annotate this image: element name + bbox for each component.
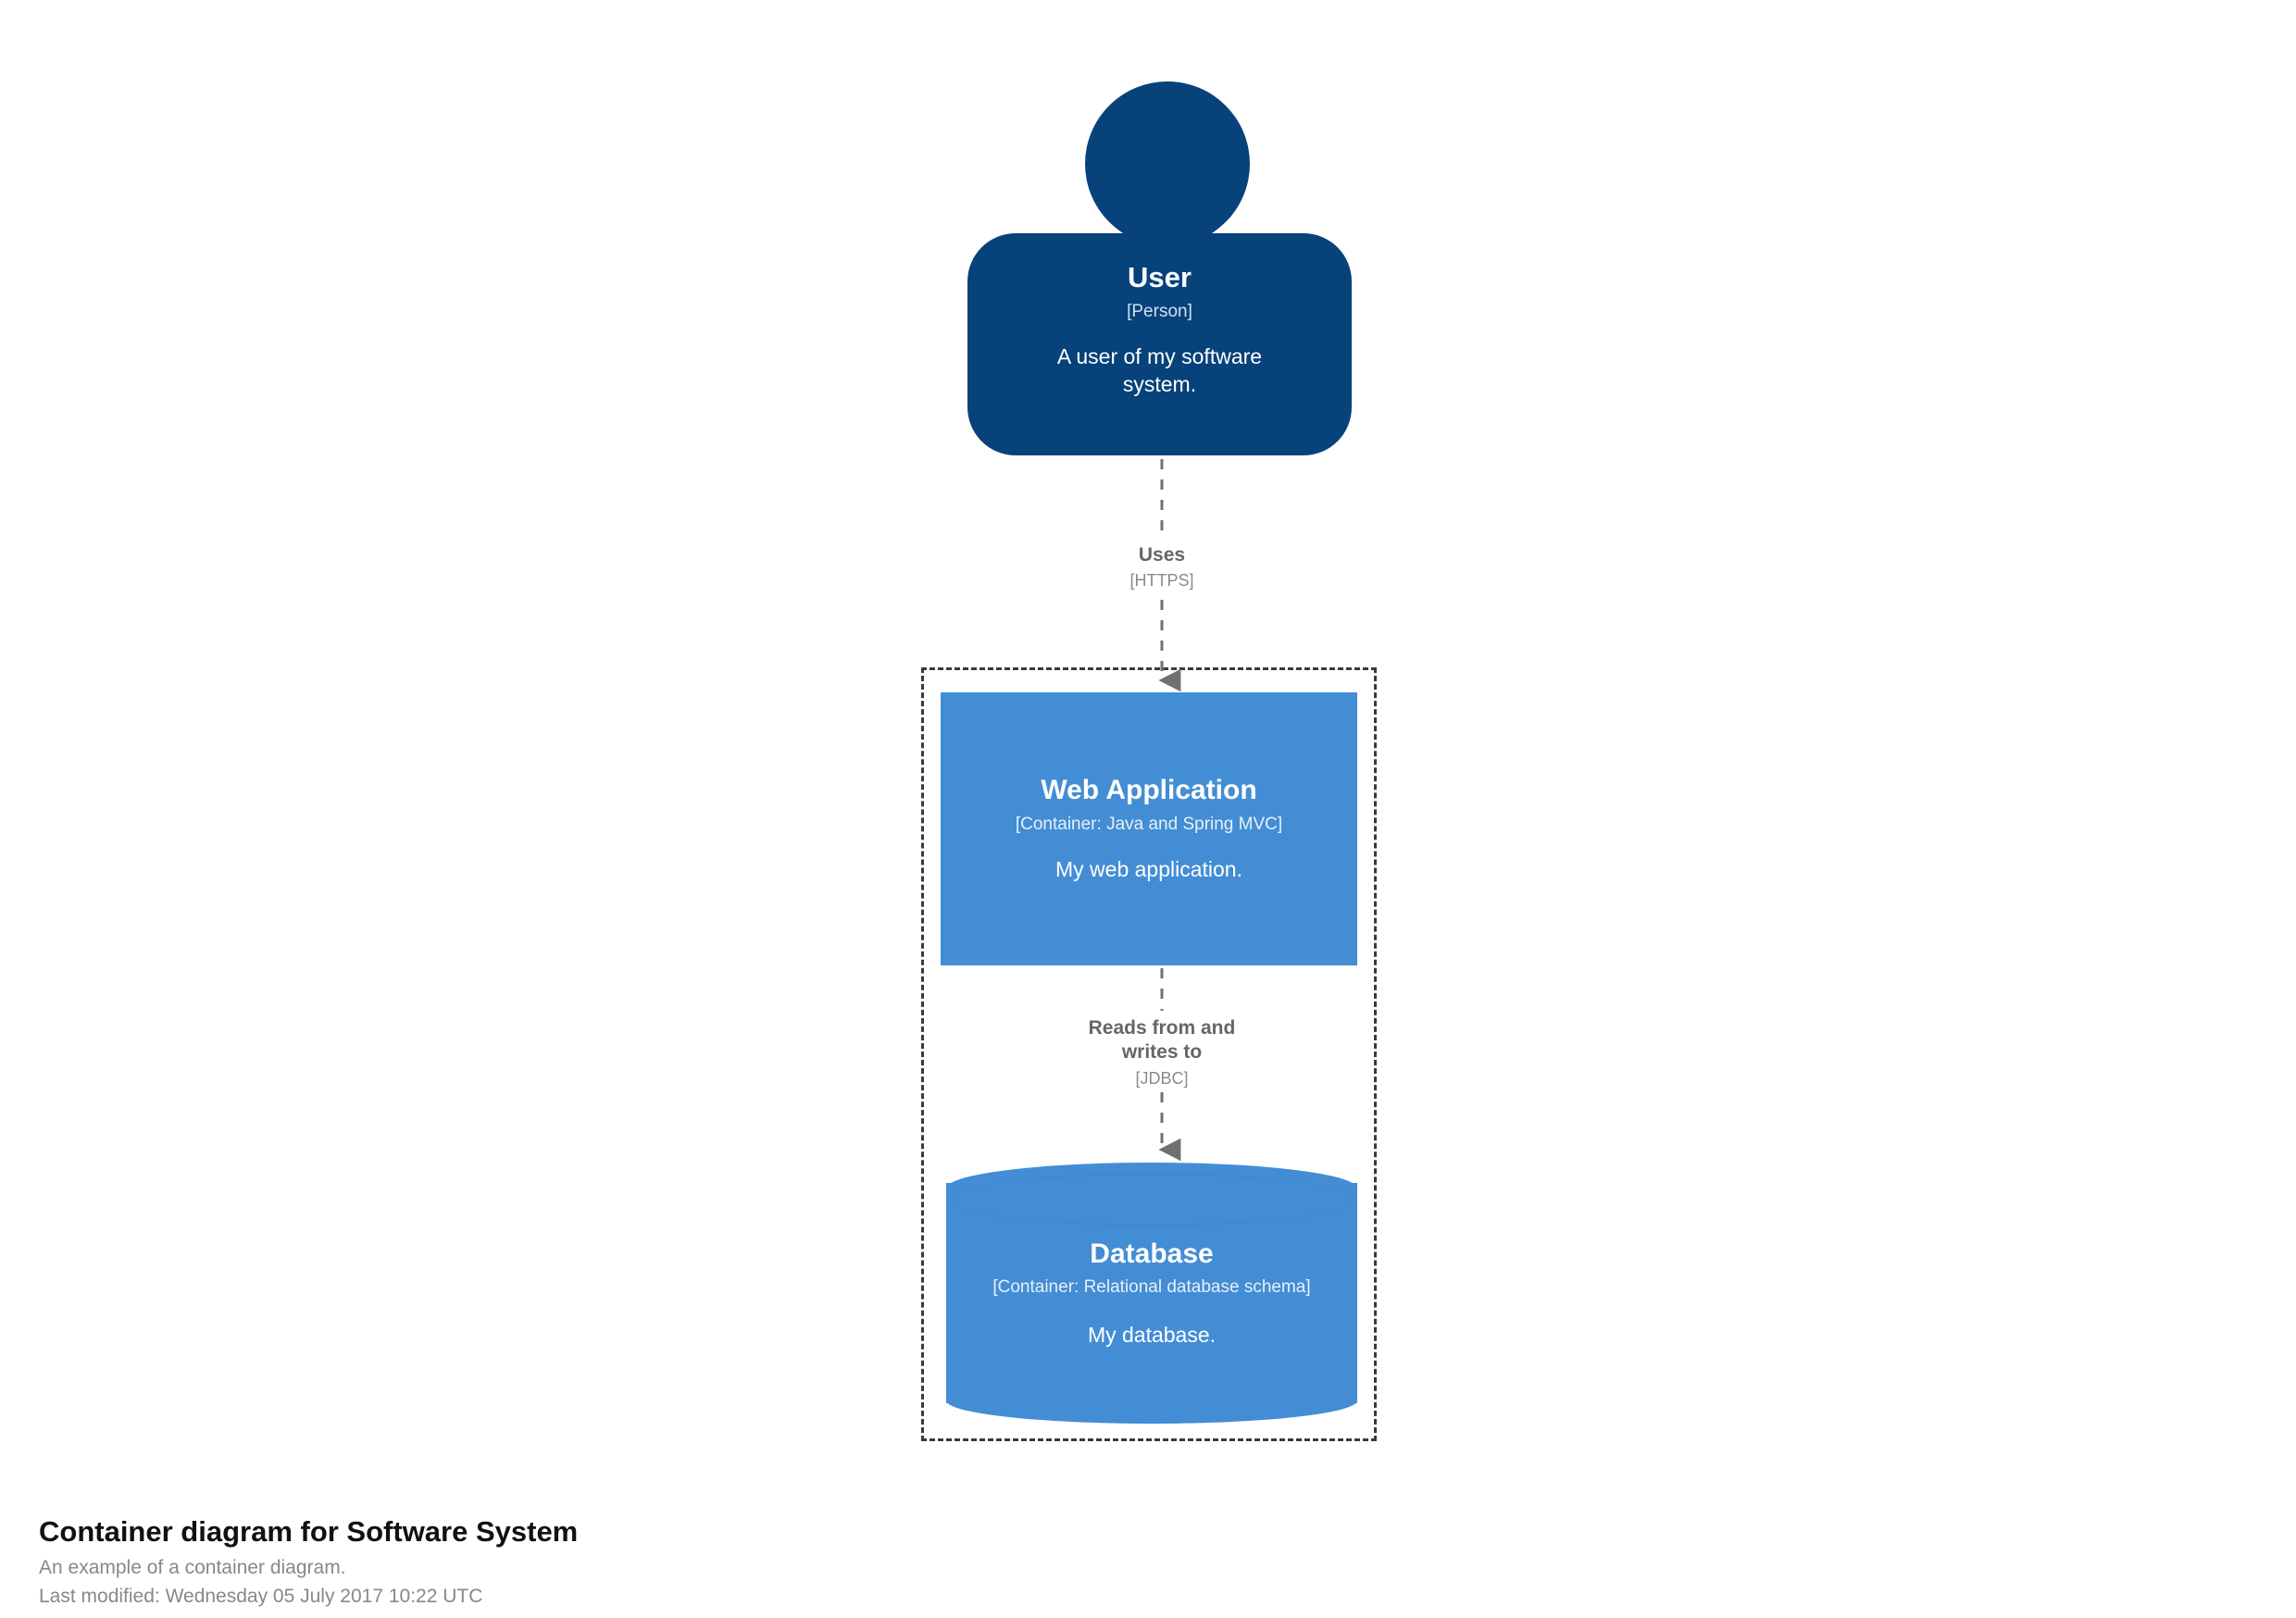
element-user-description: A user of my software system.: [1056, 344, 1263, 396]
element-web-application-description: My web application.: [1055, 857, 1242, 882]
cylinder-bottom-ellipse: [946, 1377, 1357, 1424]
caption-last-modified: Last modified: Wednesday 05 July 2017 10…: [39, 1585, 483, 1607]
diagram-caption: Container diagram for Software System An…: [39, 1514, 1150, 1611]
relationship-label-reads-writes-technology: [JDBC]: [1135, 1068, 1189, 1088]
element-database-description: My database.: [1087, 1322, 1217, 1347]
element-web-application[interactable]: Web Application [Container: Java and Spr…: [941, 692, 1357, 965]
cylinder-rim-line: [946, 1174, 1357, 1226]
caption-subtitle: An example of a container diagram.: [39, 1557, 346, 1579]
element-user-text: User [Person] A user of my software syst…: [967, 233, 1352, 455]
element-user-type: [Person]: [1127, 301, 1192, 321]
relationship-label-reads-writes-line2: writes to: [1121, 1041, 1203, 1064]
relationship-label-reads-writes-line1: Reads from and: [1088, 1017, 1236, 1039]
relationship-label-reads-writes: Reads from and writes to [JDBC]: [1004, 1016, 1319, 1089]
element-web-application-name: Web Application: [1041, 775, 1257, 806]
caption-title: Container diagram for Software System: [39, 1515, 579, 1548]
person-head-icon: [1085, 81, 1250, 246]
element-database-text: Database [Container: Relational database…: [946, 1183, 1357, 1403]
software-system-boundary: [921, 667, 1377, 1441]
relationship-label-uses-technology: [HTTPS]: [1129, 571, 1194, 591]
element-database-type: [Container: Relational database schema]: [992, 1277, 1311, 1298]
element-user-name: User: [1128, 261, 1192, 293]
relationship-label-uses-description: Uses: [1138, 544, 1186, 566]
person-body-shape: [967, 233, 1352, 455]
relationship-label-uses: Uses [HTTPS]: [1023, 543, 1301, 592]
element-database-name: Database: [1090, 1238, 1214, 1269]
element-web-application-type: [Container: Java and Spring MVC]: [1015, 814, 1283, 834]
element-database[interactable]: Database [Container: Relational database…: [946, 1163, 1357, 1424]
element-user-person[interactable]: User [Person] A user of my software syst…: [963, 81, 1356, 457]
